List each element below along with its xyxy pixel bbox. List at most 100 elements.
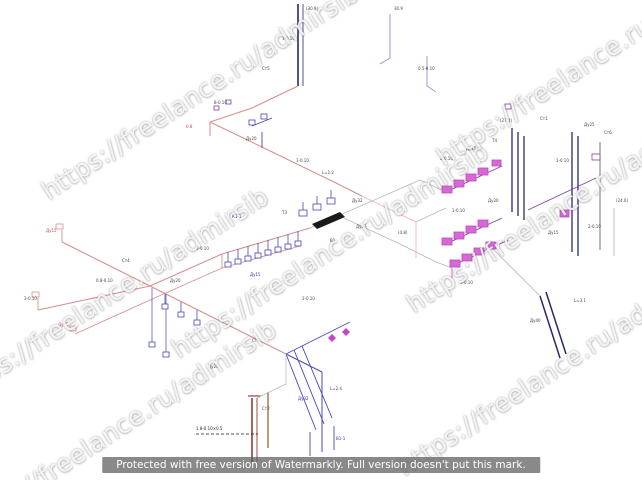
fixture-box	[69, 325, 77, 332]
pipe-annotation: Ду15	[58, 322, 69, 327]
pipe-segment	[37, 285, 151, 311]
pipe-segment	[149, 285, 231, 327]
equipment-shape	[312, 212, 345, 229]
fixture-box	[254, 252, 262, 259]
pipe-annotation: Ст4	[122, 258, 130, 263]
fixture-box	[477, 167, 489, 176]
pipe-annotation: 1-0.10	[452, 208, 465, 213]
fixture-box	[274, 246, 282, 253]
pipe-annotation: Ду15	[250, 272, 261, 277]
pipe-segment	[209, 85, 299, 123]
pipe-segment	[415, 207, 447, 223]
pipe-segment	[74, 267, 223, 335]
fixture-box	[161, 303, 169, 310]
pipe-annotation: 2-0.10	[588, 224, 601, 229]
fixture-box	[477, 219, 489, 228]
pipe-annotation: 3-0.10	[460, 280, 473, 285]
pipe-segment	[545, 291, 567, 355]
fixture-box	[465, 173, 477, 182]
pipe-segment	[301, 345, 333, 419]
fixture-box	[264, 249, 272, 256]
fixture-box	[248, 119, 256, 126]
pipe-segment	[149, 253, 223, 287]
pipe-segment	[426, 56, 437, 93]
fixture-box	[244, 255, 252, 262]
pipe-annotation: Ду32	[352, 198, 363, 203]
pipe-segment	[293, 349, 325, 425]
pipe-annotation: Ст5	[262, 66, 270, 71]
pipe-annotation: Ст3	[252, 338, 260, 343]
fixture-box	[441, 237, 453, 246]
pipe-annotation: 1-0.10	[296, 158, 309, 163]
pipe-annotation: (30.9)	[306, 6, 318, 11]
fixture-box	[449, 259, 461, 268]
pipe-annotation: 0.8	[186, 124, 193, 129]
fixture-box	[55, 223, 64, 230]
pipe-annotation: 3-0.10	[24, 296, 37, 301]
pipe-annotation: 1-0.10	[302, 296, 315, 301]
pipe-annotation: Ду15	[46, 228, 57, 233]
fixture-box	[441, 185, 453, 194]
pipe-annotation: Ду15	[466, 146, 477, 151]
pipe-annotation: Ду20	[488, 198, 499, 203]
pipe-segment	[285, 353, 317, 431]
fixture-box	[193, 319, 201, 326]
pipe-annotation: 8-0.10	[214, 100, 227, 105]
fixture-box	[225, 99, 232, 105]
fixture-box	[162, 351, 170, 358]
pipe-segment	[61, 241, 151, 287]
pipe-annotation: 30.9	[394, 6, 403, 11]
pipe-annotation: 1-0.10	[282, 36, 295, 41]
fixture-box	[453, 179, 465, 188]
fixture-box	[485, 241, 497, 250]
pipe-annotation: L=1.2	[322, 170, 334, 175]
equipment-shape	[342, 328, 350, 336]
fixture-box	[31, 291, 40, 298]
pipe-segment	[343, 217, 453, 269]
fixture-box	[148, 341, 156, 348]
pipe-segment	[229, 325, 287, 355]
fixture-box	[224, 261, 232, 268]
equipment-shape	[328, 334, 336, 342]
protection-footer: Protected with free version of Watermark…	[102, 457, 540, 473]
fixture-box	[312, 203, 322, 211]
pipe-annotation: В1	[330, 238, 336, 243]
fixture-box	[294, 240, 302, 247]
fixture-box	[461, 253, 473, 262]
fixture-box	[234, 258, 242, 265]
fixture-box	[213, 105, 220, 111]
pipe-annotation: L=3.1	[574, 298, 586, 303]
pipe-segment	[221, 227, 311, 255]
protection-footer-text: Protected with free version of Watermark…	[116, 459, 526, 471]
pipe-annotation: 0.8-0.10	[96, 278, 113, 283]
pipe-annotation: Ду20	[246, 136, 257, 141]
pipe-segment	[285, 321, 351, 355]
pipe-segment	[379, 14, 391, 65]
pipe-annotation: Ст2	[262, 406, 270, 411]
fixture-box	[473, 247, 485, 256]
fixture-box	[284, 243, 292, 250]
pipe-annotation: Ду15	[548, 230, 559, 235]
fixture-box	[260, 113, 268, 120]
pipe-annotation: L=2.4	[330, 386, 342, 391]
pipe-segment	[361, 195, 417, 223]
pipe-annotation: 0.5-0.10	[418, 66, 435, 71]
pipe-annotation: К1-1	[232, 214, 242, 219]
pipe-annotation: Ду25	[584, 122, 595, 127]
pipe-annotation: (4.8)	[398, 230, 408, 235]
fixture-box	[465, 225, 477, 234]
pipe-annotation: Ду20	[170, 278, 181, 283]
pipe-annotation: 1-0.10	[556, 158, 569, 163]
pipe-annotation: (24.0)	[616, 198, 628, 203]
pipe-annotation: В1-1	[336, 436, 346, 441]
pipe-annotation: Ду25	[356, 224, 367, 229]
pipe-segment	[285, 353, 323, 373]
pipe-segment	[539, 295, 561, 359]
fixture-box	[559, 209, 570, 218]
pipe-annotation: 1.8-0.10×0.5	[196, 426, 223, 431]
pipe-annotation: T3	[281, 210, 287, 215]
fixture-box	[591, 153, 601, 161]
fixture-box	[177, 311, 185, 318]
